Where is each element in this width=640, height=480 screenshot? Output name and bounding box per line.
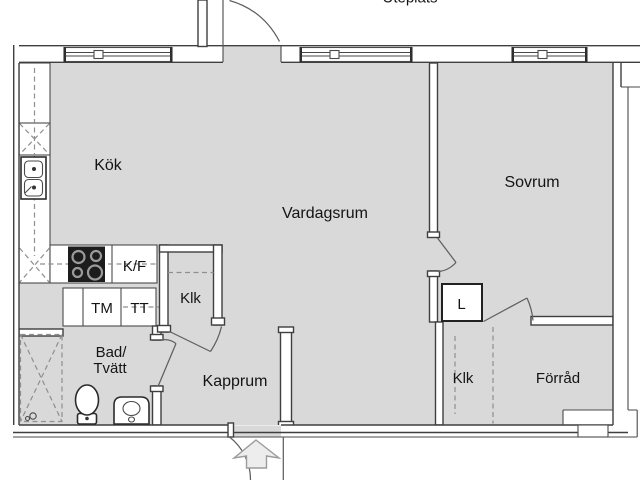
storage-closet-label: Klk [453, 370, 474, 387]
kitchen-label: Kök [94, 157, 123, 174]
washbasin-icon [113, 396, 150, 425]
patio-wall [197, 0, 208, 48]
toilet-icon [74, 384, 100, 425]
bedroom-label: Sovrum [504, 174, 559, 191]
patio-label: Uteplats [382, 0, 437, 7]
floor-areas [19, 46, 613, 437]
storage-dashed-lines [168, 271, 494, 424]
windows [63, 46, 588, 63]
fridge-freezer-label: K/F [123, 258, 146, 275]
room-labels: Uteplats Kök Vardagsrum Sovrum Kapprum B… [93, 0, 580, 390]
entrance-arrow-icon [231, 439, 282, 469]
patio-door-swing [222, 0, 281, 46]
shower-icon [19, 333, 63, 423]
hall-closet-door-swing [169, 326, 223, 353]
storage-door-swing [483, 297, 534, 323]
tumble-dryer-label: TT [130, 300, 148, 317]
bathroom-door-swing [157, 339, 177, 387]
hall-label: Kapprum [203, 373, 268, 390]
living-room-label: Vardagsrum [282, 205, 368, 222]
bath-label-line1: Bad/ [96, 344, 128, 361]
washing-machine-label: TM [91, 300, 113, 317]
hall-closet-label: Klk [180, 290, 201, 307]
bedroom-window [511, 46, 588, 63]
facade-notch [563, 410, 613, 425]
exterior-step [577, 424, 609, 438]
appliance-labels: K/F TM TT L [91, 258, 466, 317]
kitchen-window [63, 46, 173, 63]
stove-icon [68, 246, 105, 282]
storage-label: Förråd [536, 370, 580, 387]
living-room-window [299, 46, 413, 63]
bath-label-line2: Tvätt [93, 360, 127, 377]
linen-closet-box [441, 283, 483, 322]
interior-walls [18, 62, 614, 428]
bedroom-door-swing [437, 237, 457, 273]
sink-icon [20, 156, 47, 200]
linen-closet-label: L [457, 296, 465, 313]
